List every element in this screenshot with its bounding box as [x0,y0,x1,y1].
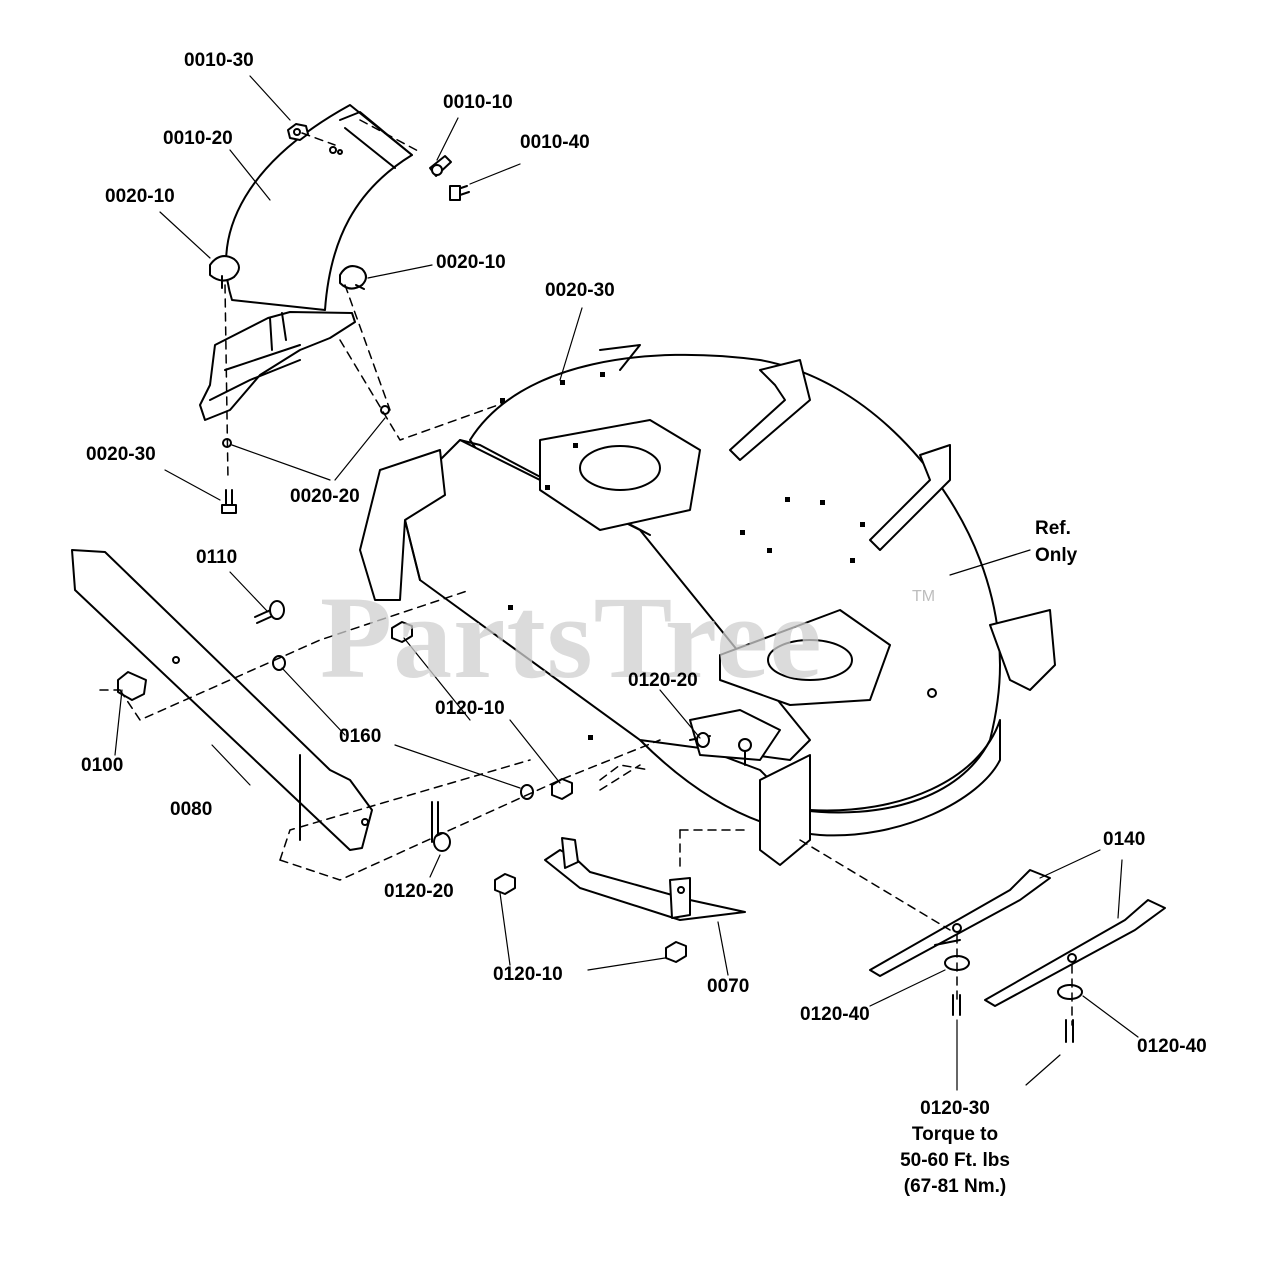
washer-0120-40b [1057,984,1083,1000]
callout-0010-40: 0010-40 [520,132,590,153]
callout-0120-10-deck: 0120-10 [435,698,505,719]
callout-0020-10-left: 0020-10 [105,186,175,207]
callout-0080: 0080 [170,799,213,820]
torque-note-line1: 0120-30 [920,1098,990,1119]
callout-0020-10-right: 0020-10 [436,252,506,273]
callout-0100: 0100 [81,755,124,776]
skirt-0070 [544,837,746,921]
partstree-watermark: PartsTree [320,572,823,703]
nut-0120-10a [391,621,413,643]
callout-0020-20: 0020-20 [290,486,360,507]
callout-0140: 0140 [1103,829,1146,850]
bolt-0110 [254,600,285,624]
callout-0120-20-baffle: 0120-20 [384,881,454,902]
callout-ref-only-2: Only [1035,545,1078,566]
blade-0140-right [984,899,1166,1007]
callout-0010-10: 0010-10 [443,92,513,113]
callout-0070: 0070 [707,976,750,997]
bolt-0120-20 [431,732,752,852]
callout-0120-40-right: 0120-40 [1137,1036,1207,1057]
washer-0160 [272,655,286,671]
chute-assembly-lines [224,119,541,481]
trademark-mark: TM [912,588,936,605]
baffle-0080 [71,549,373,851]
discharge-chute [199,104,413,421]
callout-0120-20-deck: 0120-20 [628,670,698,691]
washer-0160b [520,784,534,800]
torque-note-line4: (67-81 Nm.) [903,1176,1007,1197]
callout-0020-30-chute: 0020-30 [86,444,156,465]
blade-0140-left [869,869,1051,977]
callout-0120-10-skirt: 0120-10 [493,964,563,985]
callout-0010-30: 0010-30 [184,50,254,71]
leader-lines [114,75,1139,1091]
nut-0120-10c [494,873,516,895]
nut-0120-10d [665,941,687,963]
callout-0110: 0110 [196,547,238,568]
torque-note-line3: 50-60 Ft. lbs [900,1150,1010,1171]
callout-0120-40-left: 0120-40 [800,1004,870,1025]
bolt-0120-30 [952,994,1074,1043]
callout-0160: 0160 [339,726,382,747]
callout-0020-30-deck: 0020-30 [545,280,615,301]
deck-assembly-lines [99,589,1073,1026]
torque-note-line2: Torque to [911,1124,999,1145]
spacer-0100 [117,671,147,701]
nut-0120-10b [551,778,573,800]
callout-0010-20: 0010-20 [163,128,233,149]
mower-deck [359,344,1056,866]
callout-ref-only-1: Ref. [1035,518,1071,539]
